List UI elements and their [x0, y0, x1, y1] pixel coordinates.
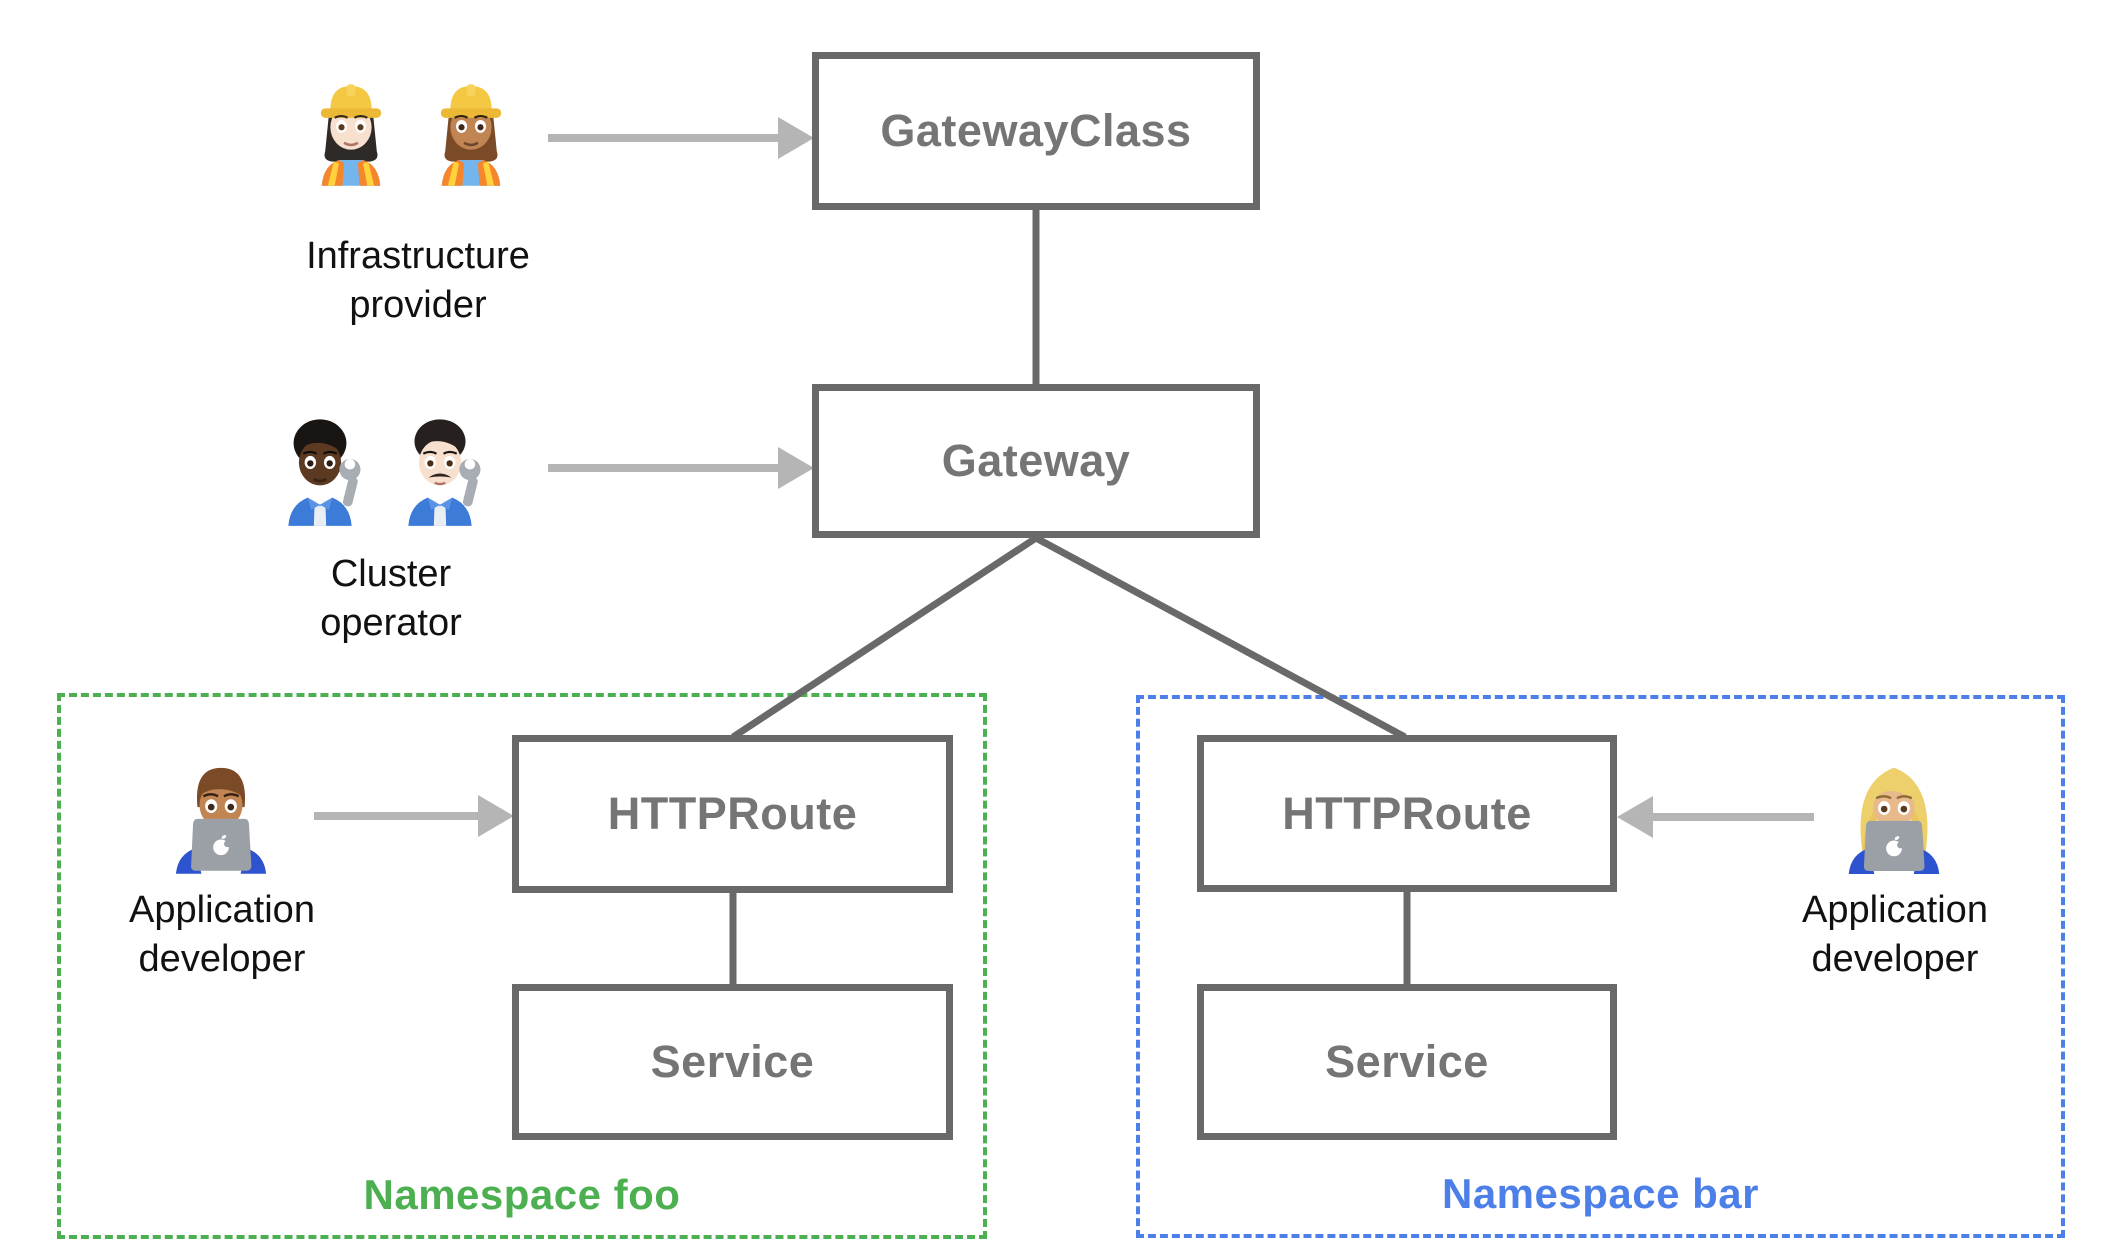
arrow-infrastructure-provider-to-gatewayclass: [548, 117, 814, 159]
node-gateway-label: Gateway: [941, 435, 1131, 486]
woman-construction-worker-light-skin-icon: [320, 84, 382, 186]
node-gatewayclass: GatewayClass: [812, 52, 1260, 210]
node-httproute-foo: HTTPRoute: [512, 735, 953, 893]
man-mechanic-light-skin-icon: [408, 419, 481, 526]
node-service-foo-label: Service: [650, 1036, 815, 1087]
node-gateway: Gateway: [812, 384, 1260, 538]
application-developer-bar-label-line2: developer: [1811, 938, 1979, 980]
cluster-operator-label-line1: Cluster: [330, 553, 452, 595]
namespace-foo-container: Namespace foo: [57, 693, 987, 1239]
cluster-operator-label: Cluster operator: [231, 550, 551, 648]
node-service-bar: Service: [1197, 984, 1617, 1140]
node-service-foo: Service: [512, 984, 953, 1140]
application-developer-bar-label-line1: Application: [1802, 889, 1988, 931]
node-httproute-bar-label: HTTPRoute: [1282, 787, 1532, 839]
namespace-bar-container: Namespace bar: [1136, 695, 2065, 1238]
woman-construction-worker-medium-skin-icon: [440, 84, 502, 186]
application-developer-bar-label: Application developer: [1735, 886, 2055, 984]
cluster-operator-personas: [276, 398, 484, 534]
arrow-cluster-operator-to-gateway: [548, 447, 814, 489]
application-developer-foo-label-line1: Application: [129, 889, 315, 931]
man-technologist-medium-skin-icon: [175, 767, 267, 874]
infrastructure-provider-label: Infrastructure provider: [258, 232, 578, 330]
application-developer-bar-persona: [1844, 750, 1944, 874]
infrastructure-provider-personas: [308, 66, 514, 192]
node-service-bar-label: Service: [1325, 1036, 1489, 1087]
application-developer-foo-label: Application developer: [62, 886, 382, 984]
woman-technologist-light-skin-icon: [1848, 767, 1940, 874]
namespace-foo-label: Namespace foo: [363, 1171, 681, 1218]
application-developer-foo-persona: [172, 750, 270, 874]
cluster-operator-label-line2: operator: [320, 602, 462, 644]
mechanic-dark-skin-icon: [288, 419, 361, 526]
application-developer-foo-label-line2: developer: [138, 938, 306, 980]
node-httproute-bar: HTTPRoute: [1197, 735, 1617, 892]
infrastructure-provider-label-line2: provider: [349, 284, 487, 326]
node-httproute-foo-label: HTTPRoute: [607, 788, 858, 839]
node-gatewayclass-label: GatewayClass: [880, 105, 1192, 156]
infrastructure-provider-label-line1: Infrastructure: [306, 235, 530, 277]
namespace-bar-label: Namespace bar: [1441, 1170, 1759, 1217]
